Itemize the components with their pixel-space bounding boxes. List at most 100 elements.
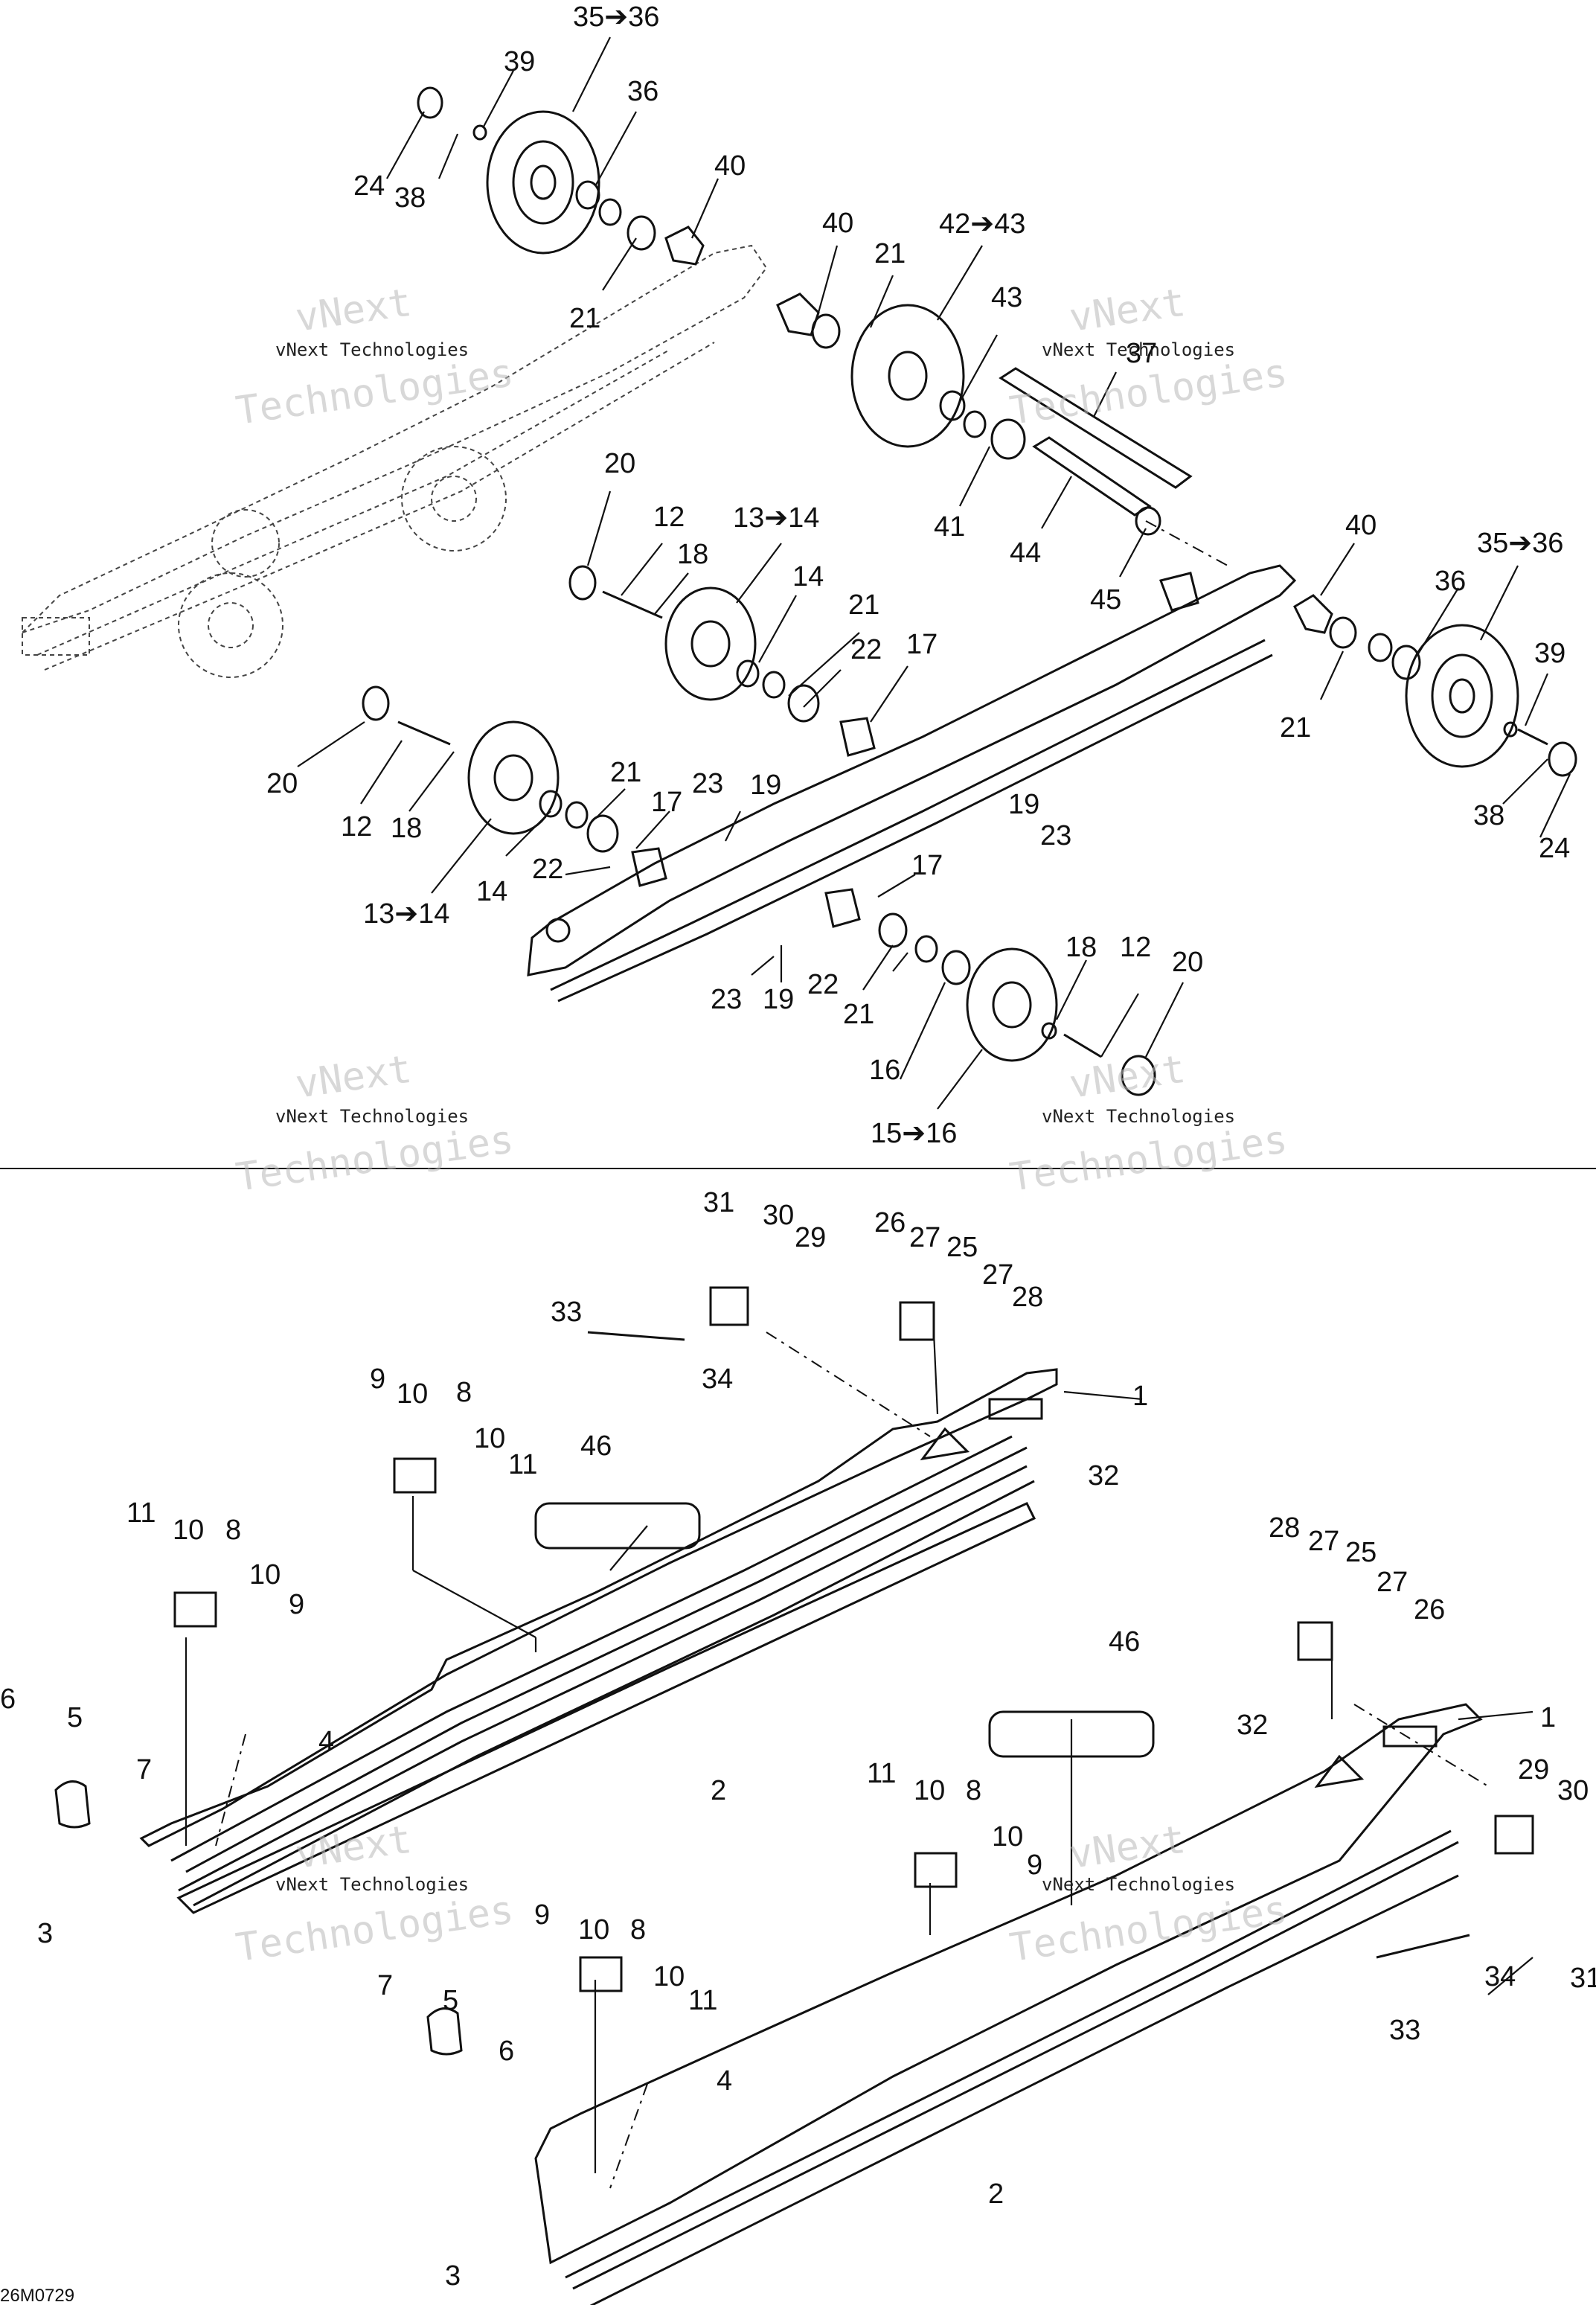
callout-label: 27 <box>1308 1526 1339 1557</box>
callout-label: 39 <box>504 46 535 77</box>
callout-label: 3 <box>445 2260 461 2292</box>
mid-wheel-upper <box>568 565 876 757</box>
callout-label: 33 <box>551 1297 582 1328</box>
callout-label: 20 <box>604 448 635 479</box>
callout-label: 23 <box>711 984 742 1015</box>
callout-label: 8 <box>630 1914 646 1946</box>
watermark-big: vNext <box>1066 1047 1188 1107</box>
callout-label: 22 <box>532 854 563 885</box>
callout-label: 36 <box>1435 566 1466 597</box>
callout-label: 23 <box>692 768 723 799</box>
callout-label: 37 <box>1126 338 1157 369</box>
callout-label: 7 <box>136 1754 152 1786</box>
callout-label: 12 <box>341 811 372 843</box>
watermark-big: Technologies <box>1007 1117 1289 1201</box>
callout-label: 1 <box>1132 1381 1148 1412</box>
callout-label: 10 <box>578 1914 609 1946</box>
callout-label: 36 <box>627 76 658 107</box>
callout-label: 16 <box>869 1055 900 1086</box>
callout-label: 19 <box>763 984 794 1015</box>
callout-label: 40 <box>1345 510 1377 541</box>
callout-label: 5 <box>443 1985 458 2016</box>
callout-label: 6 <box>0 1684 16 1715</box>
slide-rail-right-lower <box>534 1703 1483 2305</box>
callout-label: 13➔14 <box>733 502 819 534</box>
drawing-code: 26M0729 <box>0 2286 74 2305</box>
watermark-text: vNext Technologies <box>275 1106 469 1127</box>
callout-label: 8 <box>966 1775 981 1806</box>
callout-label: 38 <box>394 182 426 214</box>
callout-label: 10 <box>914 1775 945 1806</box>
callout-label: 19 <box>1008 789 1039 820</box>
callout-label: 35➔36 <box>573 1 659 33</box>
suspension-assembly-ghost <box>22 244 768 678</box>
bottom-wheel <box>824 888 1156 1096</box>
callout-label: 28 <box>1269 1512 1300 1544</box>
watermark-big: Technologies <box>233 1117 516 1201</box>
watermark-text: vNext Technologies <box>1042 1106 1235 1127</box>
callout-label: 40 <box>822 208 853 239</box>
right-idler-wheel-assembly <box>1293 594 1577 777</box>
rear-idler-wheel-left <box>417 86 705 266</box>
watermark-text: vNext Technologies <box>1042 339 1235 360</box>
watermark-text: vNext Technologies <box>275 1874 469 1895</box>
callout-label: 42➔43 <box>939 208 1025 240</box>
callout-label: 30 <box>1557 1775 1589 1806</box>
callout-label: 27 <box>909 1222 940 1253</box>
callout-label: 11 <box>508 1449 537 1480</box>
callout-label: 39 <box>1534 638 1565 669</box>
callout-label: 30 <box>763 1200 794 1231</box>
callout-label: 9 <box>1027 1850 1042 1881</box>
callout-label: 12 <box>1120 932 1151 963</box>
rail-hardware-parts <box>54 1286 1534 2056</box>
callout-label: 15➔16 <box>871 1118 957 1149</box>
watermark-big: Technologies <box>1007 1887 1289 1971</box>
watermark-big: Technologies <box>233 1887 516 1971</box>
callout-label: 13➔14 <box>363 898 449 930</box>
slide-strip-left <box>176 1502 1036 1914</box>
leader-lines <box>185 36 1571 2173</box>
callout-label: 14 <box>476 876 507 907</box>
watermark-big: vNext <box>292 281 414 341</box>
callout-label: 4 <box>717 2065 732 2097</box>
callout-label: 3 <box>37 1918 53 1949</box>
watermark-text: vNext Technologies <box>275 339 469 360</box>
callout-label: 5 <box>67 1702 83 1733</box>
callout-label: 27 <box>1377 1567 1408 1598</box>
callout-label: 24 <box>353 170 385 202</box>
watermark-big: vNext <box>292 1047 414 1107</box>
mid-wheel-lower <box>362 685 667 887</box>
callout-label: 8 <box>456 1377 472 1408</box>
watermark-big: vNext <box>292 1818 414 1878</box>
watermark-big: vNext <box>1066 1818 1188 1878</box>
callout-label: 27 <box>982 1259 1013 1291</box>
callout-label: 11 <box>867 1758 896 1789</box>
assembly-center-lines <box>215 520 1489 2189</box>
callout-label: 24 <box>1539 833 1570 864</box>
callout-label: 14 <box>792 561 824 592</box>
callout-label: 32 <box>1088 1460 1119 1492</box>
callout-label: 34 <box>702 1364 733 1395</box>
callout-label: 25 <box>1345 1537 1377 1568</box>
callout-label: 26 <box>1414 1594 1445 1625</box>
slide-rail-left-upper <box>139 1368 1058 1907</box>
callout-label: 21 <box>843 999 874 1030</box>
callout-label: 11 <box>688 1985 717 2016</box>
callout-label: 21 <box>874 238 906 269</box>
top-slide-rail <box>527 564 1297 1003</box>
callout-label: 33 <box>1389 2015 1420 2046</box>
callout-label: 17 <box>906 629 938 660</box>
callout-label: 45 <box>1090 584 1121 616</box>
callout-label: 9 <box>534 1899 550 1931</box>
callout-label: 23 <box>1040 820 1071 851</box>
callout-label: 21 <box>1280 712 1311 744</box>
callout-label: 2 <box>988 2178 1004 2210</box>
callout-label: 46 <box>580 1430 612 1462</box>
callout-label: 10 <box>249 1559 281 1591</box>
callout-label: 12 <box>653 502 685 533</box>
callout-label: 44 <box>1010 537 1041 569</box>
callout-label: 32 <box>1237 1710 1268 1741</box>
watermark-text: vNext Technologies <box>1042 1874 1235 1895</box>
callout-label: 18 <box>677 539 708 570</box>
callout-label: 31 <box>703 1187 734 1218</box>
